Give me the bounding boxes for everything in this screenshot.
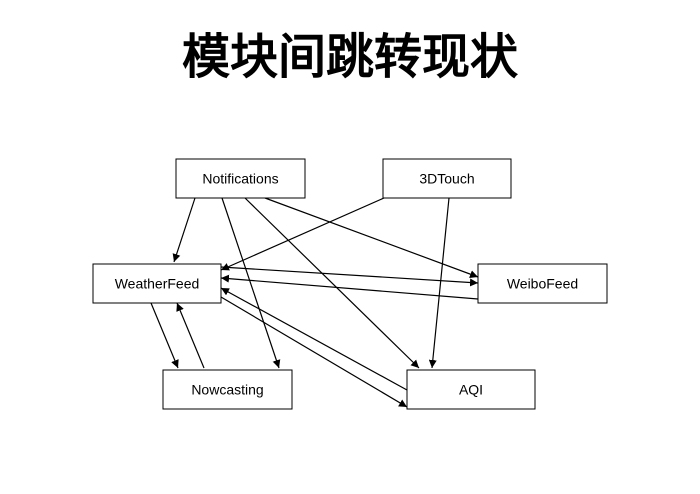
node-label-weatherfeed: WeatherFeed bbox=[115, 276, 200, 292]
edge-weatherfeed-to-aqi bbox=[220, 296, 408, 408]
node-label-3dtouch: 3DTouch bbox=[419, 171, 474, 187]
node-label-notifications: Notifications bbox=[202, 171, 278, 187]
edge-nowcasting-to-weatherfeed bbox=[176, 302, 205, 369]
edge-notifications-to-nowcasting bbox=[221, 197, 281, 369]
node-notifications: Notifications bbox=[175, 158, 306, 199]
edge-notifications-to-weibofeed bbox=[264, 197, 479, 278]
node-label-weibofeed: WeiboFeed bbox=[507, 276, 578, 292]
edge-aqi-to-weatherfeed bbox=[220, 287, 408, 391]
edge-3dtouch-to-weatherfeed bbox=[220, 197, 385, 271]
edge-weatherfeed-to-weibofeed bbox=[220, 266, 479, 287]
edge-weatherfeed-to-nowcasting bbox=[150, 302, 179, 369]
node-aqi: AQI bbox=[406, 369, 536, 410]
node-weibofeed: WeiboFeed bbox=[477, 263, 608, 304]
edges-layer bbox=[150, 197, 479, 408]
edge-3dtouch-to-aqi bbox=[428, 197, 450, 369]
node-nowcasting: Nowcasting bbox=[162, 369, 293, 410]
node-3dtouch: 3DTouch bbox=[382, 158, 512, 199]
edge-notifications-to-aqi bbox=[244, 197, 420, 369]
node-weatherfeed: WeatherFeed bbox=[92, 263, 222, 304]
edge-weibofeed-to-weatherfeed bbox=[220, 274, 479, 300]
node-label-nowcasting: Nowcasting bbox=[191, 382, 263, 398]
node-label-aqi: AQI bbox=[459, 382, 483, 398]
nodes-layer: Notifications 3DTouch WeatherFeed WeiboF… bbox=[92, 158, 608, 410]
slide-title: 模块间跳转现状 bbox=[181, 29, 518, 85]
edge-notifications-to-weatherfeed bbox=[172, 197, 196, 263]
